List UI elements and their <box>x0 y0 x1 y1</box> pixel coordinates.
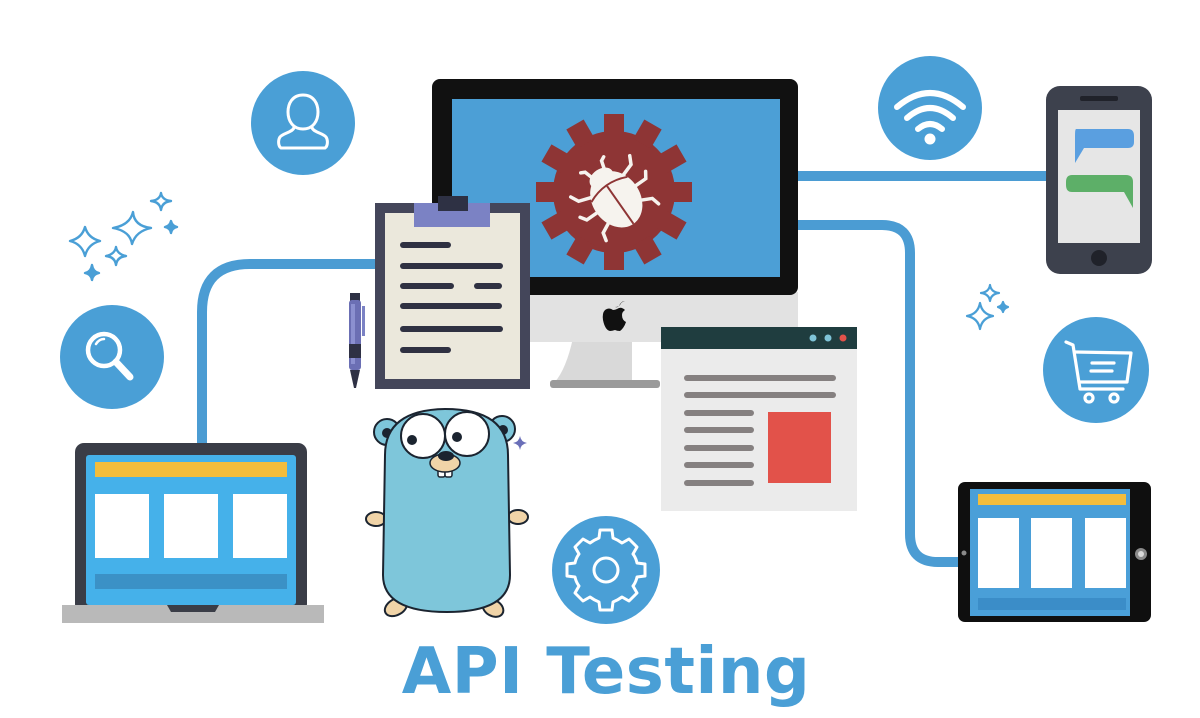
sparkles-left <box>68 191 179 282</box>
sparkles-right <box>965 283 1010 331</box>
apple-logo-icon <box>602 301 626 331</box>
bug-icon <box>568 153 661 243</box>
bug-gear <box>536 114 692 270</box>
window-dot-1 <box>809 334 817 342</box>
go-gopher <box>365 407 529 618</box>
window-dot-3 <box>839 334 847 342</box>
smartphone <box>1046 86 1152 274</box>
search-icon <box>85 331 134 381</box>
chat-bubble-blue <box>1075 129 1134 163</box>
page-title: API Testing <box>0 632 1200 712</box>
search-icon-circle[interactable] <box>60 305 164 409</box>
settings-icon-circle[interactable] <box>552 516 660 624</box>
sparkle-gopher <box>513 436 527 450</box>
line-monitor-to-tablet <box>798 220 962 567</box>
gear-icon <box>565 528 647 612</box>
line-clipboard-to-laptop <box>197 259 378 448</box>
wifi-icon-circle[interactable] <box>878 56 982 160</box>
connection-lines <box>197 171 1052 567</box>
user-icon <box>277 93 329 150</box>
shopping-cart-icon-circle[interactable] <box>1043 317 1149 423</box>
laptop <box>62 443 324 623</box>
pen-icon <box>349 293 365 388</box>
chat-bubble-green <box>1066 175 1133 208</box>
window-dot-2 <box>824 334 832 342</box>
tablet <box>958 482 1151 622</box>
browser-window <box>661 327 857 511</box>
clipboard <box>375 196 530 389</box>
wifi-icon <box>894 90 966 132</box>
title-text: API Testing <box>401 635 811 709</box>
shopping-cart-icon <box>1064 340 1133 404</box>
user-icon-circle[interactable] <box>251 71 355 175</box>
